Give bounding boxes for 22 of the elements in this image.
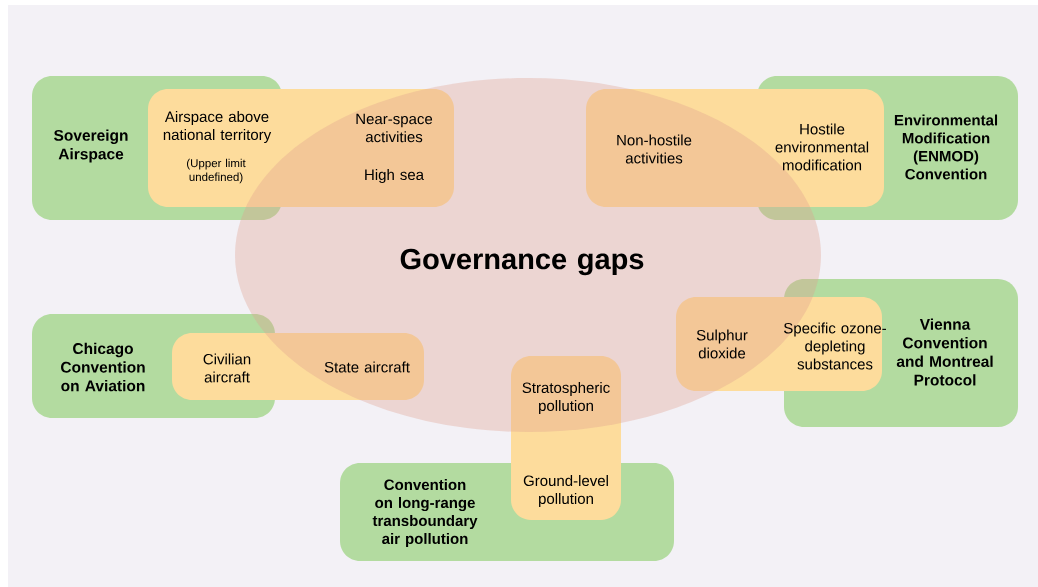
treaty-name: Convention on long-range transboundary air pollution <box>372 479 478 547</box>
scope-box <box>148 89 454 207</box>
scope-box <box>511 356 621 520</box>
scope-box <box>172 333 424 400</box>
treaty-name: Vienna Convention and Montreal Protocol <box>896 318 993 386</box>
scope-box <box>586 89 884 207</box>
scope-label: Hostile environmental modification <box>775 123 869 171</box>
scope-label: State aircraft <box>324 361 410 373</box>
scope-label: Ground-level pollution <box>523 475 608 507</box>
title: Governance gaps <box>400 248 644 276</box>
treaty-name: Sovereign Airspace <box>53 129 128 163</box>
scope-label: Sulphur dioxide <box>696 329 748 359</box>
treaty-name: Chicago Convention on Aviation <box>61 342 145 392</box>
scope-label: Stratospheric pollution <box>522 382 610 414</box>
treaty-name: Environmental Modification (ENMOD) Convention <box>894 114 998 180</box>
scope-label: Near-space activities <box>356 113 433 143</box>
scope-label: Specific ozone-depleting substances <box>784 322 886 370</box>
scope-label: High sea <box>365 169 424 183</box>
scope-label: Civilian aircraft <box>203 353 251 383</box>
scope-label: Airspace above national territory <box>163 111 272 143</box>
scope-label: Non-hostile activities <box>617 134 692 164</box>
scope-label: (Upper limit undefined) <box>187 158 246 184</box>
